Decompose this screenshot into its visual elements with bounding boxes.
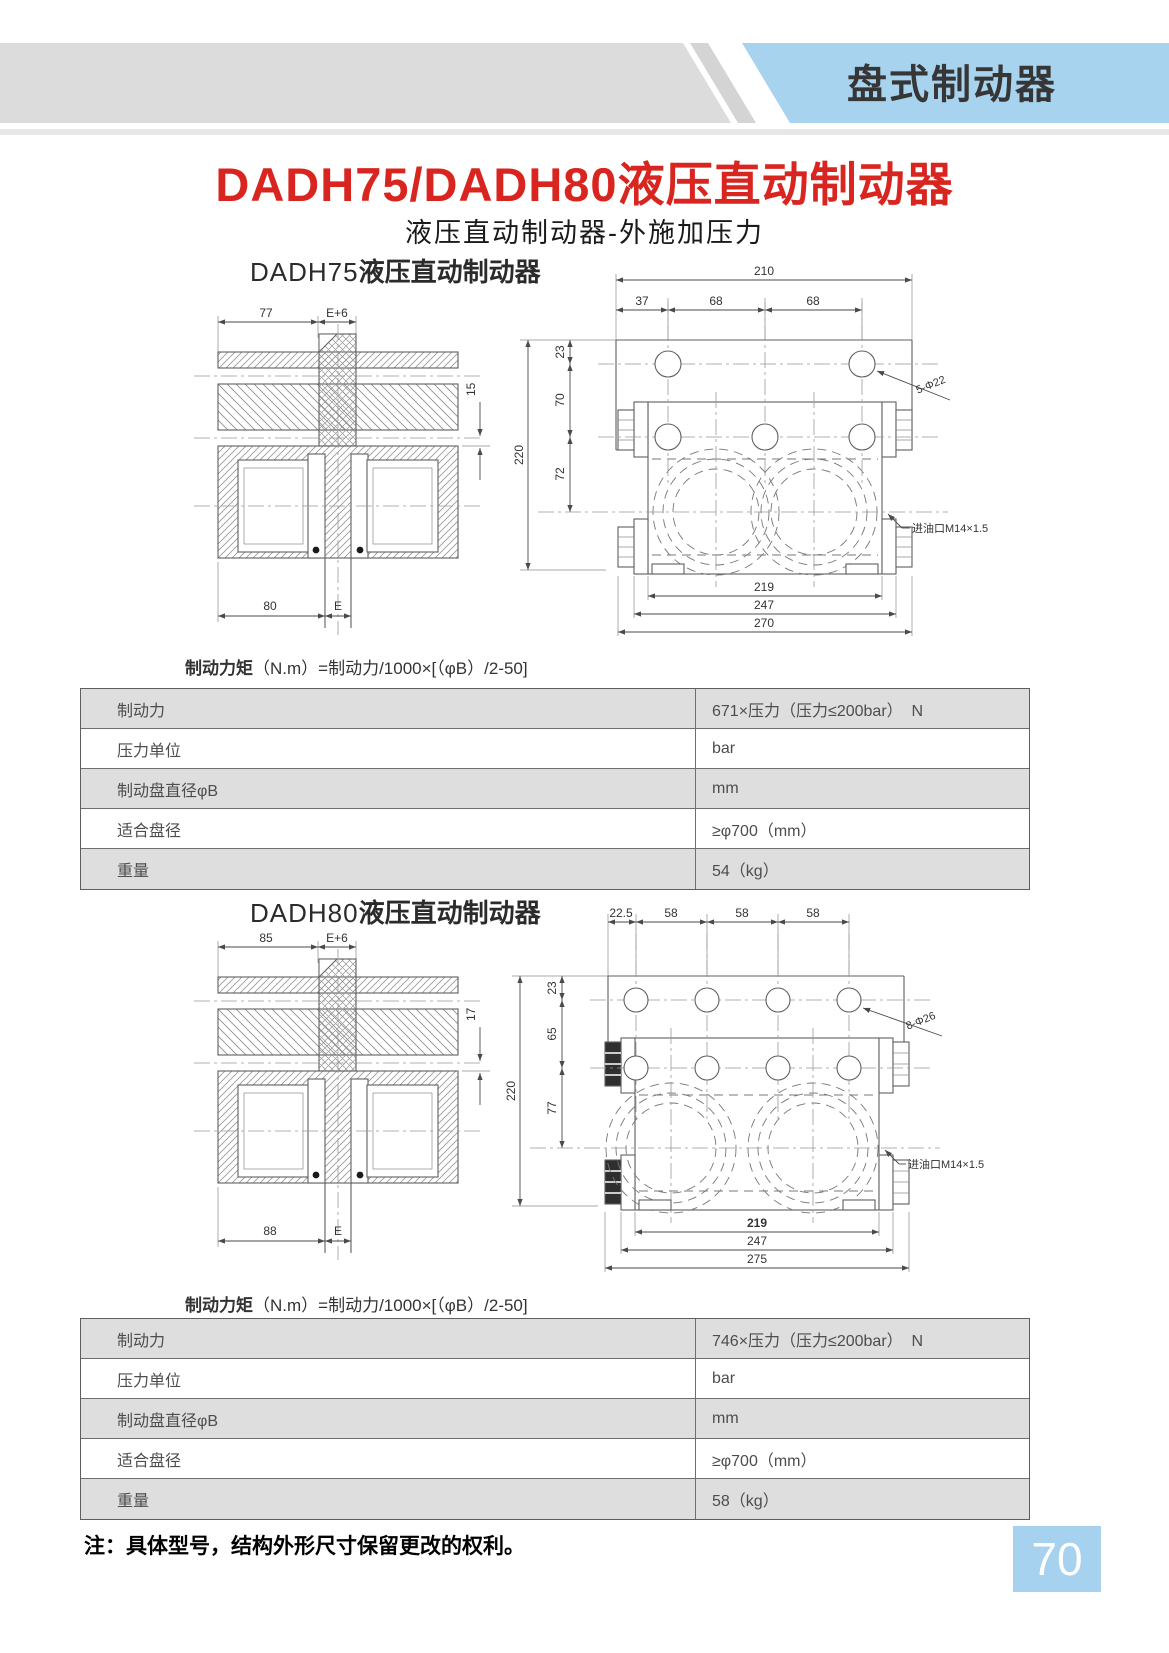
table-row: 压力单位 bar xyxy=(81,729,1029,769)
page-title: DADH75/DADH80液压直动制动器 xyxy=(215,158,954,211)
dim-label: 210 xyxy=(754,264,774,278)
spec-label: 制动盘直径φB xyxy=(81,1399,696,1438)
dim-label: 275 xyxy=(747,1252,767,1266)
spec-label: 压力单位 xyxy=(81,729,696,768)
spec-value: mm xyxy=(712,779,739,797)
model-name: DADH80 xyxy=(250,898,359,928)
dim-label: 247 xyxy=(754,598,774,612)
oil-port-label: 进油口M14×1.5 xyxy=(912,521,988,535)
dim-label: 58 xyxy=(806,906,820,920)
dadh80-side-view-drawing: 85 E+6 17 88 E xyxy=(194,931,490,1260)
table-row: 适合盘径 ≥φ700（mm） xyxy=(81,809,1029,849)
spec-value: ≥φ700（mm） xyxy=(712,1452,817,1470)
hole-count-label: 8-Φ26 xyxy=(904,1010,937,1033)
spec-label: 制动力 xyxy=(81,1319,696,1358)
dim-label: 17 xyxy=(464,1007,478,1021)
model-descriptor: 液压直动制动器 xyxy=(358,257,541,287)
table-row: 制动盘直径φB mm xyxy=(81,769,1029,809)
dim-label: 68 xyxy=(709,294,723,308)
torque-formula-dadh75: 制动力矩（N.m）=制动力/1000×[（φB）/2-50] xyxy=(185,654,528,679)
dim-label: 220 xyxy=(504,1081,518,1101)
dim-label: 58 xyxy=(664,906,678,920)
spec-label: 制动盘直径φB xyxy=(81,769,696,808)
dim-label: 37 xyxy=(635,294,649,308)
spec-label: 适合盘径 xyxy=(81,1439,696,1478)
dim-label: 72 xyxy=(553,467,567,481)
header-substrip xyxy=(0,129,1169,135)
table-row: 重量 58（kg） xyxy=(81,1479,1029,1519)
spec-value: 58（kg） xyxy=(712,1493,779,1510)
dim-label: 85 xyxy=(259,931,273,945)
dadh75-spec-table: 制动力 671×压力（压力≤200bar） N 压力单位 bar 制动盘直径φB… xyxy=(80,688,1030,890)
spec-label: 重量 xyxy=(81,849,696,889)
section-heading-dadh75: DADH75液压直动制动器 xyxy=(250,252,541,289)
category-title: 盘式制动器 xyxy=(847,63,1057,107)
footer-note: 注：具体型号，结构外形尺寸保留更改的权利。 xyxy=(84,1535,525,1558)
spec-value: 54（kg） xyxy=(712,863,779,880)
formula-rest: （N.m）=制动力/1000×[（φB）/2-50] xyxy=(253,1296,528,1315)
dim-label: 58 xyxy=(735,906,749,920)
dim-label: 77 xyxy=(545,1101,559,1115)
dim-label: 15 xyxy=(464,382,478,396)
dim-label: 219 xyxy=(754,580,774,594)
dim-label: 70 xyxy=(553,393,567,407)
dim-label: 247 xyxy=(747,1234,767,1248)
spec-value: bar xyxy=(712,739,736,757)
spec-label: 适合盘径 xyxy=(81,809,696,848)
dadh75-front-view-drawing: 210 37 68 68 220 23 70 72 xyxy=(512,264,988,636)
table-row: 压力单位 bar xyxy=(81,1359,1029,1399)
spec-label: 压力单位 xyxy=(81,1359,696,1398)
oil-port-label: 进油口M14×1.5 xyxy=(908,1157,984,1171)
dim-label: 270 xyxy=(754,616,774,630)
header-band: 盘式制动器 xyxy=(0,43,1169,123)
header-band-blue xyxy=(742,43,1169,123)
table-row: 适合盘径 ≥φ700（mm） xyxy=(81,1439,1029,1479)
dim-label: 77 xyxy=(259,306,273,320)
dim-label: 220 xyxy=(512,445,526,465)
spec-value: bar xyxy=(712,1369,736,1387)
page-subtitle: 液压直动制动器-外施加压力 xyxy=(405,218,764,248)
table-row: 重量 54（kg） xyxy=(81,849,1029,889)
torque-formula-dadh80: 制动力矩（N.m）=制动力/1000×[（φB）/2-50] xyxy=(185,1291,528,1316)
spec-label: 重量 xyxy=(81,1479,696,1519)
formula-lead: 制动力矩 xyxy=(185,1296,253,1315)
formula-lead: 制动力矩 xyxy=(185,659,253,678)
spec-value: 671×压力（压力≤200bar） N xyxy=(712,702,924,720)
dim-label: E xyxy=(334,1224,342,1238)
dim-label: E+6 xyxy=(326,931,348,945)
spec-value: 746×压力（压力≤200bar） N xyxy=(712,1332,924,1350)
page-number-badge: 70 xyxy=(1013,1526,1101,1592)
dadh80-front-view-drawing: 22.5 58 58 58 220 23 65 77 xyxy=(504,906,984,1272)
model-name: DADH75 xyxy=(250,257,359,287)
dim-label: 219 xyxy=(747,1216,767,1230)
dim-label: 80 xyxy=(263,599,277,613)
dadh80-spec-table: 制动力 746×压力（压力≤200bar） N 压力单位 bar 制动盘直径φB… xyxy=(80,1318,1030,1520)
dim-label: E xyxy=(334,599,342,613)
table-row: 制动盘直径φB mm xyxy=(81,1399,1029,1439)
model-descriptor: 液压直动制动器 xyxy=(358,898,541,928)
section-heading-dadh80: DADH80液压直动制动器 xyxy=(250,893,541,930)
dim-label: 88 xyxy=(263,1224,277,1238)
header-band-gray xyxy=(0,43,731,123)
table-row: 制动力 746×压力（压力≤200bar） N xyxy=(81,1319,1029,1359)
formula-rest: （N.m）=制动力/1000×[（φB）/2-50] xyxy=(253,659,528,678)
dim-label: 23 xyxy=(545,981,559,995)
dim-label: 68 xyxy=(806,294,820,308)
hole-count-label: 5-Φ22 xyxy=(914,374,947,397)
dim-label: 22.5 xyxy=(609,906,633,920)
table-row: 制动力 671×压力（压力≤200bar） N xyxy=(81,689,1029,729)
spec-value: ≥φ700（mm） xyxy=(712,822,817,840)
spec-value: mm xyxy=(712,1409,739,1427)
dim-label: 23 xyxy=(553,345,567,359)
dim-label: E+6 xyxy=(326,306,348,320)
dim-label: 65 xyxy=(545,1027,559,1041)
dadh75-side-view-drawing: 77 E+6 15 80 E xyxy=(194,306,490,635)
spec-label: 制动力 xyxy=(81,689,696,728)
